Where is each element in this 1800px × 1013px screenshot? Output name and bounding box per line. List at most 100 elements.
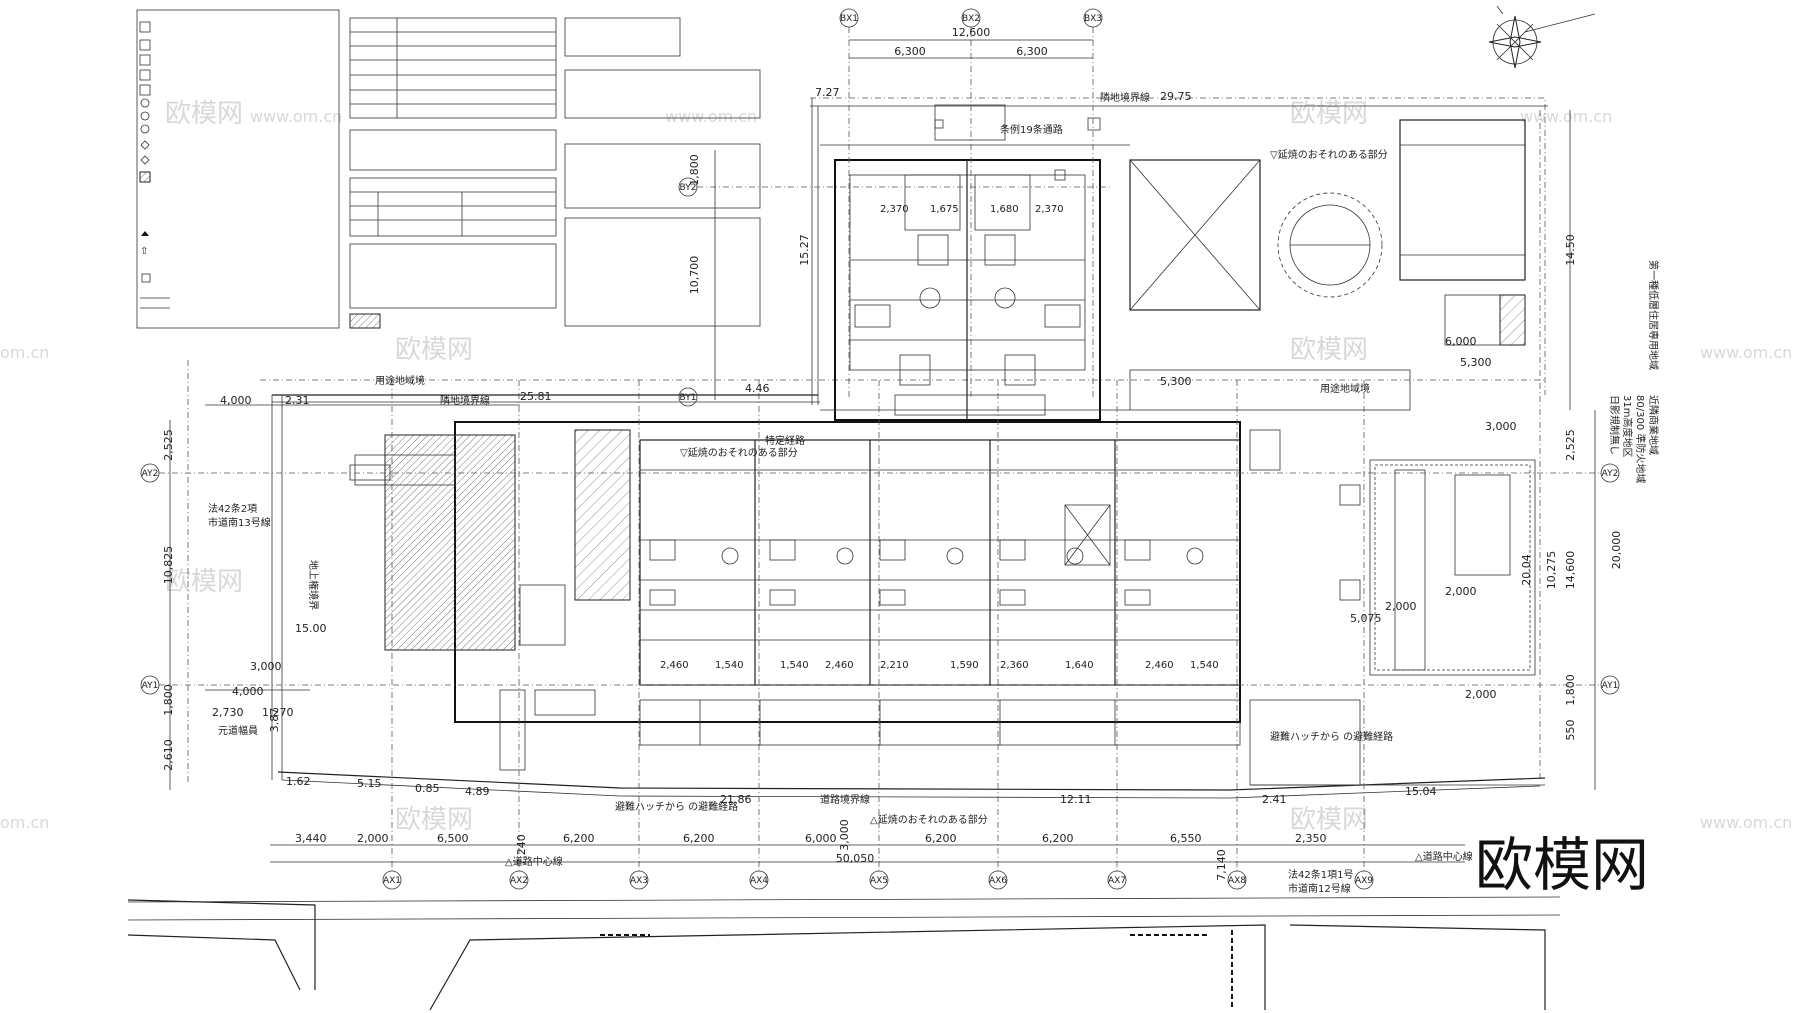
legend-arrow-icon: ⇧ bbox=[140, 246, 148, 257]
dim-right-5075: 5,075 bbox=[1350, 612, 1382, 625]
legend-square-icon bbox=[139, 39, 151, 51]
grid-bx1: BX1 bbox=[839, 8, 859, 400]
grid-bubble-label: AX1 bbox=[383, 876, 401, 886]
dim-setback-b: 3,000 bbox=[250, 660, 282, 673]
unit-dimensions: 2,460 1,540 1,540 2,460 2,210 1,590 2,36… bbox=[660, 204, 1219, 671]
dim-bottom-seg: 3,440 bbox=[295, 832, 327, 845]
hatched-area bbox=[384, 434, 516, 651]
dim-park-d: 2,000 bbox=[1465, 688, 1497, 701]
dim-bottom-seg: 6,200 bbox=[925, 832, 957, 845]
grid-by2: BY2 bbox=[678, 177, 1110, 197]
watermark-brand: 欧模网 bbox=[165, 567, 243, 597]
dim-upper-block-gap: 1,800 bbox=[688, 154, 701, 186]
label-zone-info: 80/300 準防火地域 bbox=[1634, 395, 1647, 483]
unit-dim: 2,460 bbox=[1145, 660, 1174, 671]
legend-square-icon bbox=[139, 54, 151, 66]
elevator-shaft bbox=[1064, 504, 1111, 566]
dim-upper-side: 15.27 bbox=[798, 234, 811, 266]
toilet-icon bbox=[836, 547, 854, 565]
label-escape-route: 避難ハッチから の避難経路 bbox=[615, 800, 738, 813]
legend-hatch-swatch bbox=[349, 313, 381, 329]
north-arrow-icon bbox=[1488, 5, 1596, 69]
label-ground-boundary: 地上権境界 bbox=[307, 560, 320, 610]
main-building bbox=[349, 421, 1241, 771]
street-area bbox=[127, 896, 1561, 1011]
dim-bottom-total: 50,050 bbox=[836, 852, 875, 865]
grid-ay2: AY2 AY2 bbox=[140, 463, 1620, 483]
grid-bubble-label: AY1 bbox=[142, 681, 159, 691]
watermark-brand: 欧模网 bbox=[1290, 335, 1368, 365]
upper-right-courts bbox=[1129, 119, 1526, 411]
dim-park-b: 5,300 bbox=[1460, 356, 1492, 369]
label-zone-info: 日影規制無し bbox=[1608, 395, 1621, 455]
upper-unit-dim: 1,675 bbox=[930, 204, 959, 215]
dimension-lines bbox=[169, 39, 1596, 863]
watermark-brand: 欧模网 bbox=[395, 335, 473, 365]
dim-right-f: 1,800 bbox=[1564, 674, 1577, 706]
dim-boundary-top-left: 7.27 bbox=[815, 86, 840, 99]
grid-bubble-label: BY2 bbox=[680, 183, 697, 193]
grid-bubble-label: BY1 bbox=[680, 393, 697, 403]
dim-top-right: 6,300 bbox=[1016, 45, 1048, 58]
legend-square-icon bbox=[139, 84, 151, 96]
legend-diamond-icon bbox=[140, 140, 150, 150]
dim-boundary-mid: 25.81 bbox=[520, 390, 552, 403]
grid-bx3: BX3 bbox=[1083, 8, 1103, 400]
dim-setback-a: 4,000 bbox=[220, 394, 252, 407]
dim-park-c: 5,300 bbox=[1160, 375, 1192, 388]
dim-bottom-seg: 6,550 bbox=[1170, 832, 1202, 845]
grid-bubble-label: BX3 bbox=[1084, 14, 1102, 24]
label-road-13: 市道南13号線 bbox=[208, 516, 271, 529]
label-use-zone: 用途地域境 bbox=[375, 374, 425, 387]
dim-road-c: 2.41 bbox=[1262, 793, 1287, 806]
toilet-icon bbox=[1066, 547, 1084, 565]
watermark-url: om.cn bbox=[0, 813, 49, 832]
legend-circle-icon bbox=[140, 98, 150, 108]
unit-dim: 1,540 bbox=[715, 660, 744, 671]
label-law-42-2: 法42条2項 bbox=[208, 502, 257, 515]
watermark-brand: 欧模网 bbox=[1290, 99, 1368, 129]
dim-road-a: 21.86 bbox=[720, 793, 752, 806]
label-road-center: △道路中心線 bbox=[1415, 850, 1473, 863]
dim-setback-c: 4,000 bbox=[232, 685, 264, 698]
annotation-labels: 隣地境界線 隣地境界線 用途地域境 用途地域境 道路境界線 ▽延焼のおそれのある… bbox=[208, 91, 1660, 895]
title-block bbox=[349, 17, 761, 329]
watermark-layer: 欧模网 www.om.cn 欧模网 www.om.cn 欧模网 www.om.c… bbox=[0, 99, 1792, 835]
legend-square-icon bbox=[141, 273, 151, 283]
water-tank-circle bbox=[1277, 192, 1383, 298]
dim-bottom-seg: 6,500 bbox=[437, 832, 469, 845]
dim-bottom-seg: 6,000 bbox=[805, 832, 837, 845]
grid-bx2: BX2 bbox=[961, 8, 981, 400]
unit-dim: 1,640 bbox=[1065, 660, 1094, 671]
label-adjacent-boundary: 隣地境界線 bbox=[1100, 91, 1150, 104]
dim-right-3000: 3,000 bbox=[1485, 420, 1517, 433]
dim-left-c: 2,610 bbox=[162, 739, 175, 771]
label-use-zone: 用途地域境 bbox=[1320, 382, 1370, 395]
grid-ax-row: AX1 AX2 AX3 AX4 AX5 AX6 AX7 AX8 AX9 bbox=[382, 380, 1374, 890]
dim-boundary-top: 29.75 bbox=[1160, 90, 1192, 103]
dim-top-left: 6,300 bbox=[894, 45, 926, 58]
watermark-brand: 欧模网 bbox=[165, 99, 243, 129]
toilet-icon bbox=[1186, 547, 1204, 565]
grid-bubble-label: AX2 bbox=[510, 876, 528, 886]
grid-bubble-label: AX8 bbox=[1228, 876, 1246, 886]
label-road-12: 市道南12号線 bbox=[1288, 882, 1351, 895]
dim-setback-d: 2,730 bbox=[212, 706, 244, 719]
grid-bubble-label: BX1 bbox=[840, 14, 858, 24]
watermark-brand-large: 欧模网 bbox=[1475, 831, 1649, 899]
dim-road-width: 15.00 bbox=[295, 622, 327, 635]
dim-setback-e: 1,270 bbox=[262, 706, 294, 719]
dim-park-e: 2,000 bbox=[1445, 585, 1477, 598]
dim-right-2000: 2,000 bbox=[1385, 600, 1417, 613]
dim-road-d: 15.04 bbox=[1405, 785, 1437, 798]
label-law-42-1: 法42条1項1号 bbox=[1288, 868, 1353, 881]
legend-circle-icon bbox=[140, 124, 150, 134]
site-boundary bbox=[187, 97, 1548, 799]
dim-bottom-seg: 6,200 bbox=[1042, 832, 1074, 845]
watermark-url: www.om.cn bbox=[1700, 343, 1792, 362]
dim-left-total: 10,825 bbox=[162, 546, 175, 585]
watermark-url: om.cn bbox=[0, 343, 49, 362]
watermark-url: www.om.cn bbox=[665, 107, 757, 126]
dim-right-d: 20.04 bbox=[1520, 554, 1533, 586]
watermark-brand: 欧模网 bbox=[395, 805, 473, 835]
